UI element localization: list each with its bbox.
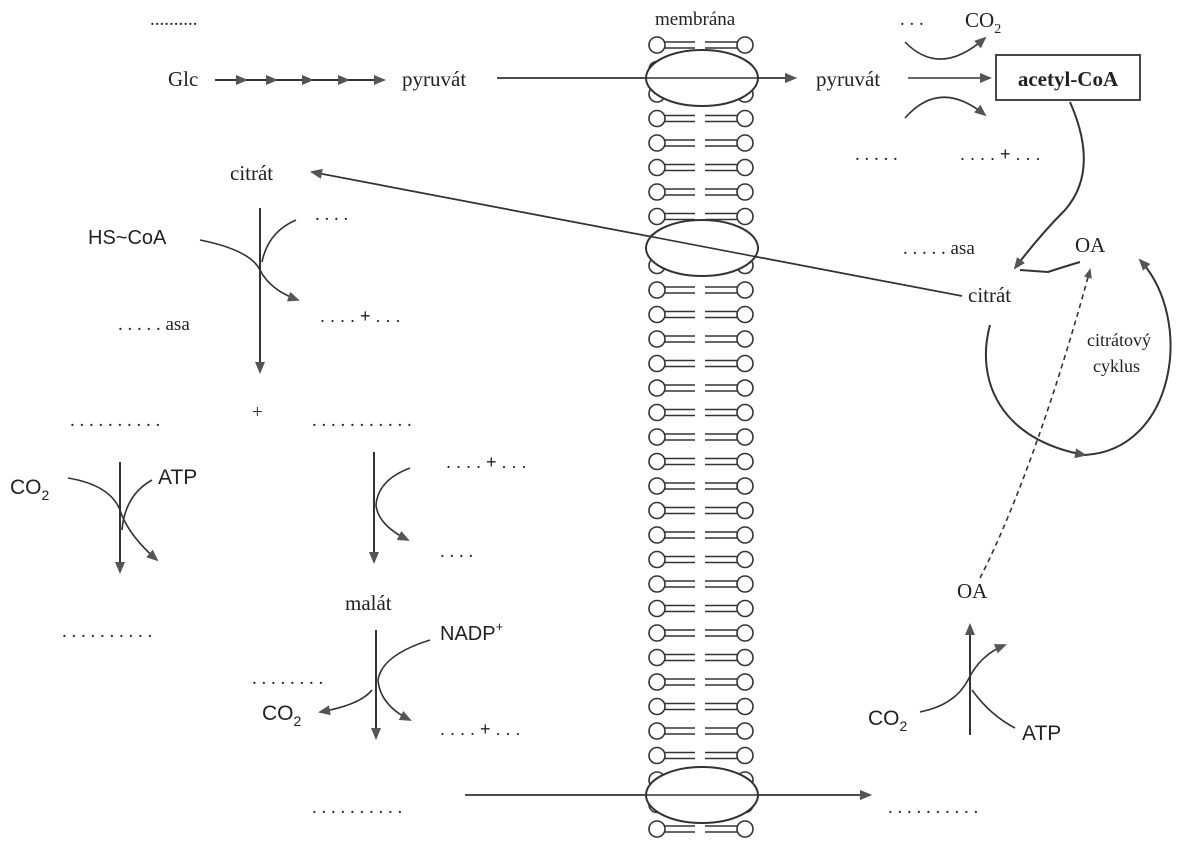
lipid-row xyxy=(649,429,753,445)
co2-right-label: CO2 xyxy=(868,707,908,734)
lipid-row xyxy=(649,405,753,421)
cytosol-blank-6: . . . . + . . . xyxy=(440,719,521,739)
lipid-row xyxy=(649,699,753,715)
lipid-row xyxy=(649,723,753,739)
lipid-row xyxy=(649,650,753,666)
lipid-row xyxy=(649,503,753,519)
lipid-row xyxy=(649,307,753,323)
oa-bottom-label: OA xyxy=(957,579,988,603)
cytosol-blank-4: . . . . xyxy=(440,541,473,562)
pyruvate-mito-label: pyruvát xyxy=(816,67,880,91)
lipid-row xyxy=(649,478,753,494)
pyruvate-cytosol-label: pyruvát xyxy=(402,67,466,91)
lipid-row xyxy=(649,380,753,396)
citrate-cytosol-label: citrát xyxy=(230,161,273,185)
cytosol-blank-2: . . . . + . . . xyxy=(320,306,401,326)
membrane-bilayer xyxy=(649,37,753,837)
cytosol-blank-long-1: . . . . . . . . . . xyxy=(70,410,160,431)
lipid-row xyxy=(649,748,753,764)
transport-protein-2 xyxy=(646,220,758,276)
malic-enzyme-arrows xyxy=(320,630,430,738)
oa-to-citrate-line xyxy=(1020,262,1080,272)
lipid-row xyxy=(649,282,753,298)
carboxylation-arrows-left xyxy=(68,462,157,572)
citrate-lyase-arrows xyxy=(200,208,298,372)
lipid-row xyxy=(649,356,753,372)
lipid-row xyxy=(649,576,753,592)
citrate-mito-label: citrát xyxy=(968,283,1011,307)
plus-sign-mid: + xyxy=(252,402,263,423)
citrate-cycle-circle xyxy=(986,260,1171,455)
lipid-row xyxy=(649,601,753,617)
co2-bottom-label: CO2 xyxy=(262,702,302,729)
atp-left-label: ATP xyxy=(158,466,197,489)
glc-label: Glc xyxy=(168,67,198,91)
transport-proteins xyxy=(312,50,962,823)
citrate-cycle-label-2: cyklus xyxy=(1093,356,1140,376)
nadp-label: NADP+ xyxy=(440,619,503,645)
citrate-lyase-blank: . . . . . asa xyxy=(118,314,190,335)
malate-label: malát xyxy=(345,591,392,615)
cytosol-blank-3: . . . . + . . . xyxy=(446,452,527,472)
membrane-label: membrána xyxy=(655,9,736,30)
pyruvate-carboxylase-arrows xyxy=(920,625,1015,735)
transport-arrow-overlay-2 xyxy=(312,172,962,296)
lipid-row xyxy=(649,160,753,176)
mito-blank-2: . . . . + . . . xyxy=(960,144,1041,164)
atp-right-label: ATP xyxy=(1022,722,1061,745)
lipid-row xyxy=(649,674,753,690)
co2-left-label: CO2 xyxy=(10,476,50,503)
lipid-row xyxy=(649,527,753,543)
cytosol-blank-long-4: . . . . . . . . . . xyxy=(312,797,402,818)
acetyl-coa-to-citrate-arrow xyxy=(1015,102,1084,268)
cytosol-blank-long-2: . . . . . . . . . . . xyxy=(312,410,412,431)
acetyl-coa-label: acetyl-CoA xyxy=(1018,67,1119,91)
lipid-row xyxy=(649,552,753,568)
lipid-row xyxy=(649,454,753,470)
citrate-cycle-label-1: citrátový xyxy=(1087,330,1151,350)
mito-blank-1: . . . . . xyxy=(855,144,898,165)
cytosol-blank-5: . . . . . . . . xyxy=(252,668,323,689)
lipid-row xyxy=(649,184,753,200)
pdh-blank: . . . xyxy=(900,9,924,30)
mito-blank-bottom: . . . . . . . . . . xyxy=(888,797,978,818)
hscoa-label: HS~CoA xyxy=(88,227,167,249)
cytosol-blank-long-3: . . . . . . . . . . xyxy=(62,621,152,642)
co2-top-label: CO2 xyxy=(965,8,1001,37)
lipid-row xyxy=(649,625,753,641)
lipid-row xyxy=(649,331,753,347)
citrate-synthase-blank: . . . . . asa xyxy=(903,238,975,259)
membrane-blank-label: .......... xyxy=(150,9,198,30)
cytosol-blank-1: . . . . xyxy=(315,204,348,225)
pdh-reaction-arrows xyxy=(905,38,990,118)
reduction-arrows-middle xyxy=(374,452,410,562)
oa-to-cycle-dashed-arrow xyxy=(980,270,1090,578)
lipid-row xyxy=(649,135,753,151)
oa-top-label: OA xyxy=(1075,233,1106,257)
lipid-row xyxy=(649,111,753,127)
